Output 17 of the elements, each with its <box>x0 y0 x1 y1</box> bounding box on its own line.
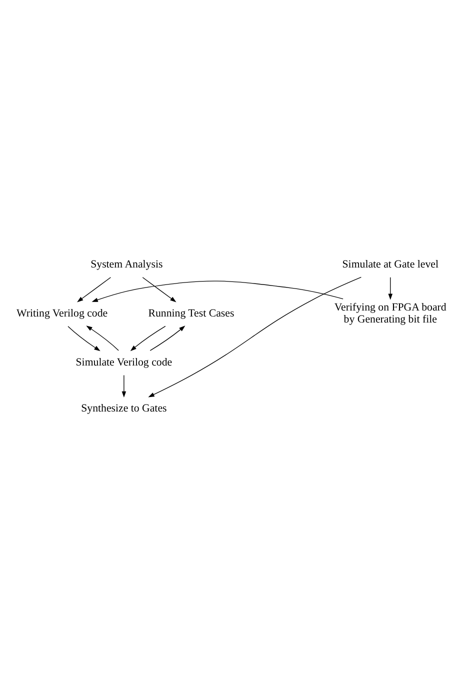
node-text: Running Test Cases <box>148 306 234 319</box>
arrow <box>148 276 362 397</box>
node-text: Writing Verilog code <box>16 306 108 319</box>
arrow <box>86 325 119 350</box>
arrow <box>122 374 126 398</box>
node-text: Verifying on FPGA board by Generating bit file <box>334 300 446 326</box>
arrow <box>68 326 100 351</box>
arrow <box>388 276 393 300</box>
node-text: Simulate at Gate level <box>342 258 438 270</box>
arrow <box>92 280 344 302</box>
arrow <box>130 325 166 351</box>
node-text: System Analysis <box>90 258 163 270</box>
node-text: Synthesize to Gates <box>81 402 167 414</box>
arrow <box>77 276 112 302</box>
arrow <box>150 325 186 350</box>
arrow <box>142 276 176 302</box>
node-text: Simulate Verilog code <box>76 356 172 368</box>
